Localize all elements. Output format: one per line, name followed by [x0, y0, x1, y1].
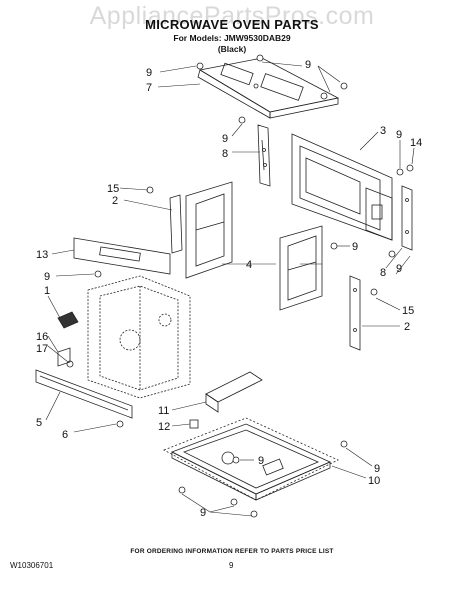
callout-9: 9 — [146, 67, 152, 79]
door-assembly — [291, 133, 393, 241]
callout-3: 3 — [380, 125, 386, 137]
callout-9: 9 — [396, 129, 402, 141]
base-plate — [171, 423, 331, 501]
callout-7: 7 — [146, 82, 152, 94]
top-outer-panel — [197, 57, 340, 119]
small-clip — [189, 419, 199, 429]
callout-6: 6 — [62, 429, 68, 441]
model-subtitle: For Models: JMW9530DAB29 — [173, 33, 291, 43]
callout-13: 13 — [36, 249, 48, 261]
callout-9: 9 — [222, 133, 228, 145]
page-number: 9 — [229, 561, 234, 570]
callout-9: 9 — [44, 271, 50, 283]
callout-9: 9 — [258, 455, 264, 467]
callout-9: 9 — [305, 59, 311, 71]
callout-8: 8 — [222, 148, 228, 160]
document-code: W10306701 — [10, 561, 54, 570]
callout-labels: 9 7 9 9 8 3 9 14 15 2 13 9 4 9 1 8 9 16 … — [36, 59, 422, 519]
callout-15: 15 — [107, 183, 119, 195]
callout-14: 14 — [410, 137, 422, 149]
bottom-vent-grille — [35, 369, 133, 428]
top-front-bracket — [73, 237, 171, 275]
base-plate-outline — [163, 417, 339, 501]
sensor-parts — [57, 347, 74, 368]
callout-5: 5 — [36, 417, 42, 429]
callout-9: 9 — [374, 463, 380, 475]
callout-2: 2 — [404, 321, 410, 333]
vent-bracket-upper — [257, 124, 271, 187]
right-side-panel — [279, 225, 323, 311]
callout-2: 2 — [112, 195, 118, 207]
ordering-note: FOR ORDERING INFORMATION REFER TO PARTS … — [130, 548, 334, 555]
callout-10: 10 — [368, 475, 380, 487]
callout-1: 1 — [44, 285, 50, 297]
leader-lines — [45, 61, 415, 517]
watermark: AppliancePartsPros.com — [89, 2, 375, 30]
callout-9: 9 — [200, 507, 206, 519]
callout-8: 8 — [380, 267, 386, 279]
screw-icons — [94, 54, 414, 518]
callout-16: 16 — [36, 331, 48, 343]
callout-9: 9 — [396, 263, 402, 275]
callout-17: 17 — [36, 343, 48, 355]
callout-4: 4 — [246, 259, 252, 271]
door-latch-strip — [401, 185, 413, 251]
color-note: (Black) — [217, 44, 247, 54]
oven-cavity — [87, 275, 191, 399]
page-title: MICROWAVE OVEN PARTS — [145, 17, 319, 32]
callout-9: 9 — [352, 241, 358, 253]
air-duct — [205, 371, 263, 413]
callout-12: 12 — [158, 421, 170, 433]
callout-11: 11 — [158, 405, 169, 417]
left-side-panel — [169, 181, 233, 279]
callout-15: 15 — [402, 305, 414, 317]
small-control-part — [57, 311, 79, 329]
right-lower-bracket — [349, 275, 361, 351]
